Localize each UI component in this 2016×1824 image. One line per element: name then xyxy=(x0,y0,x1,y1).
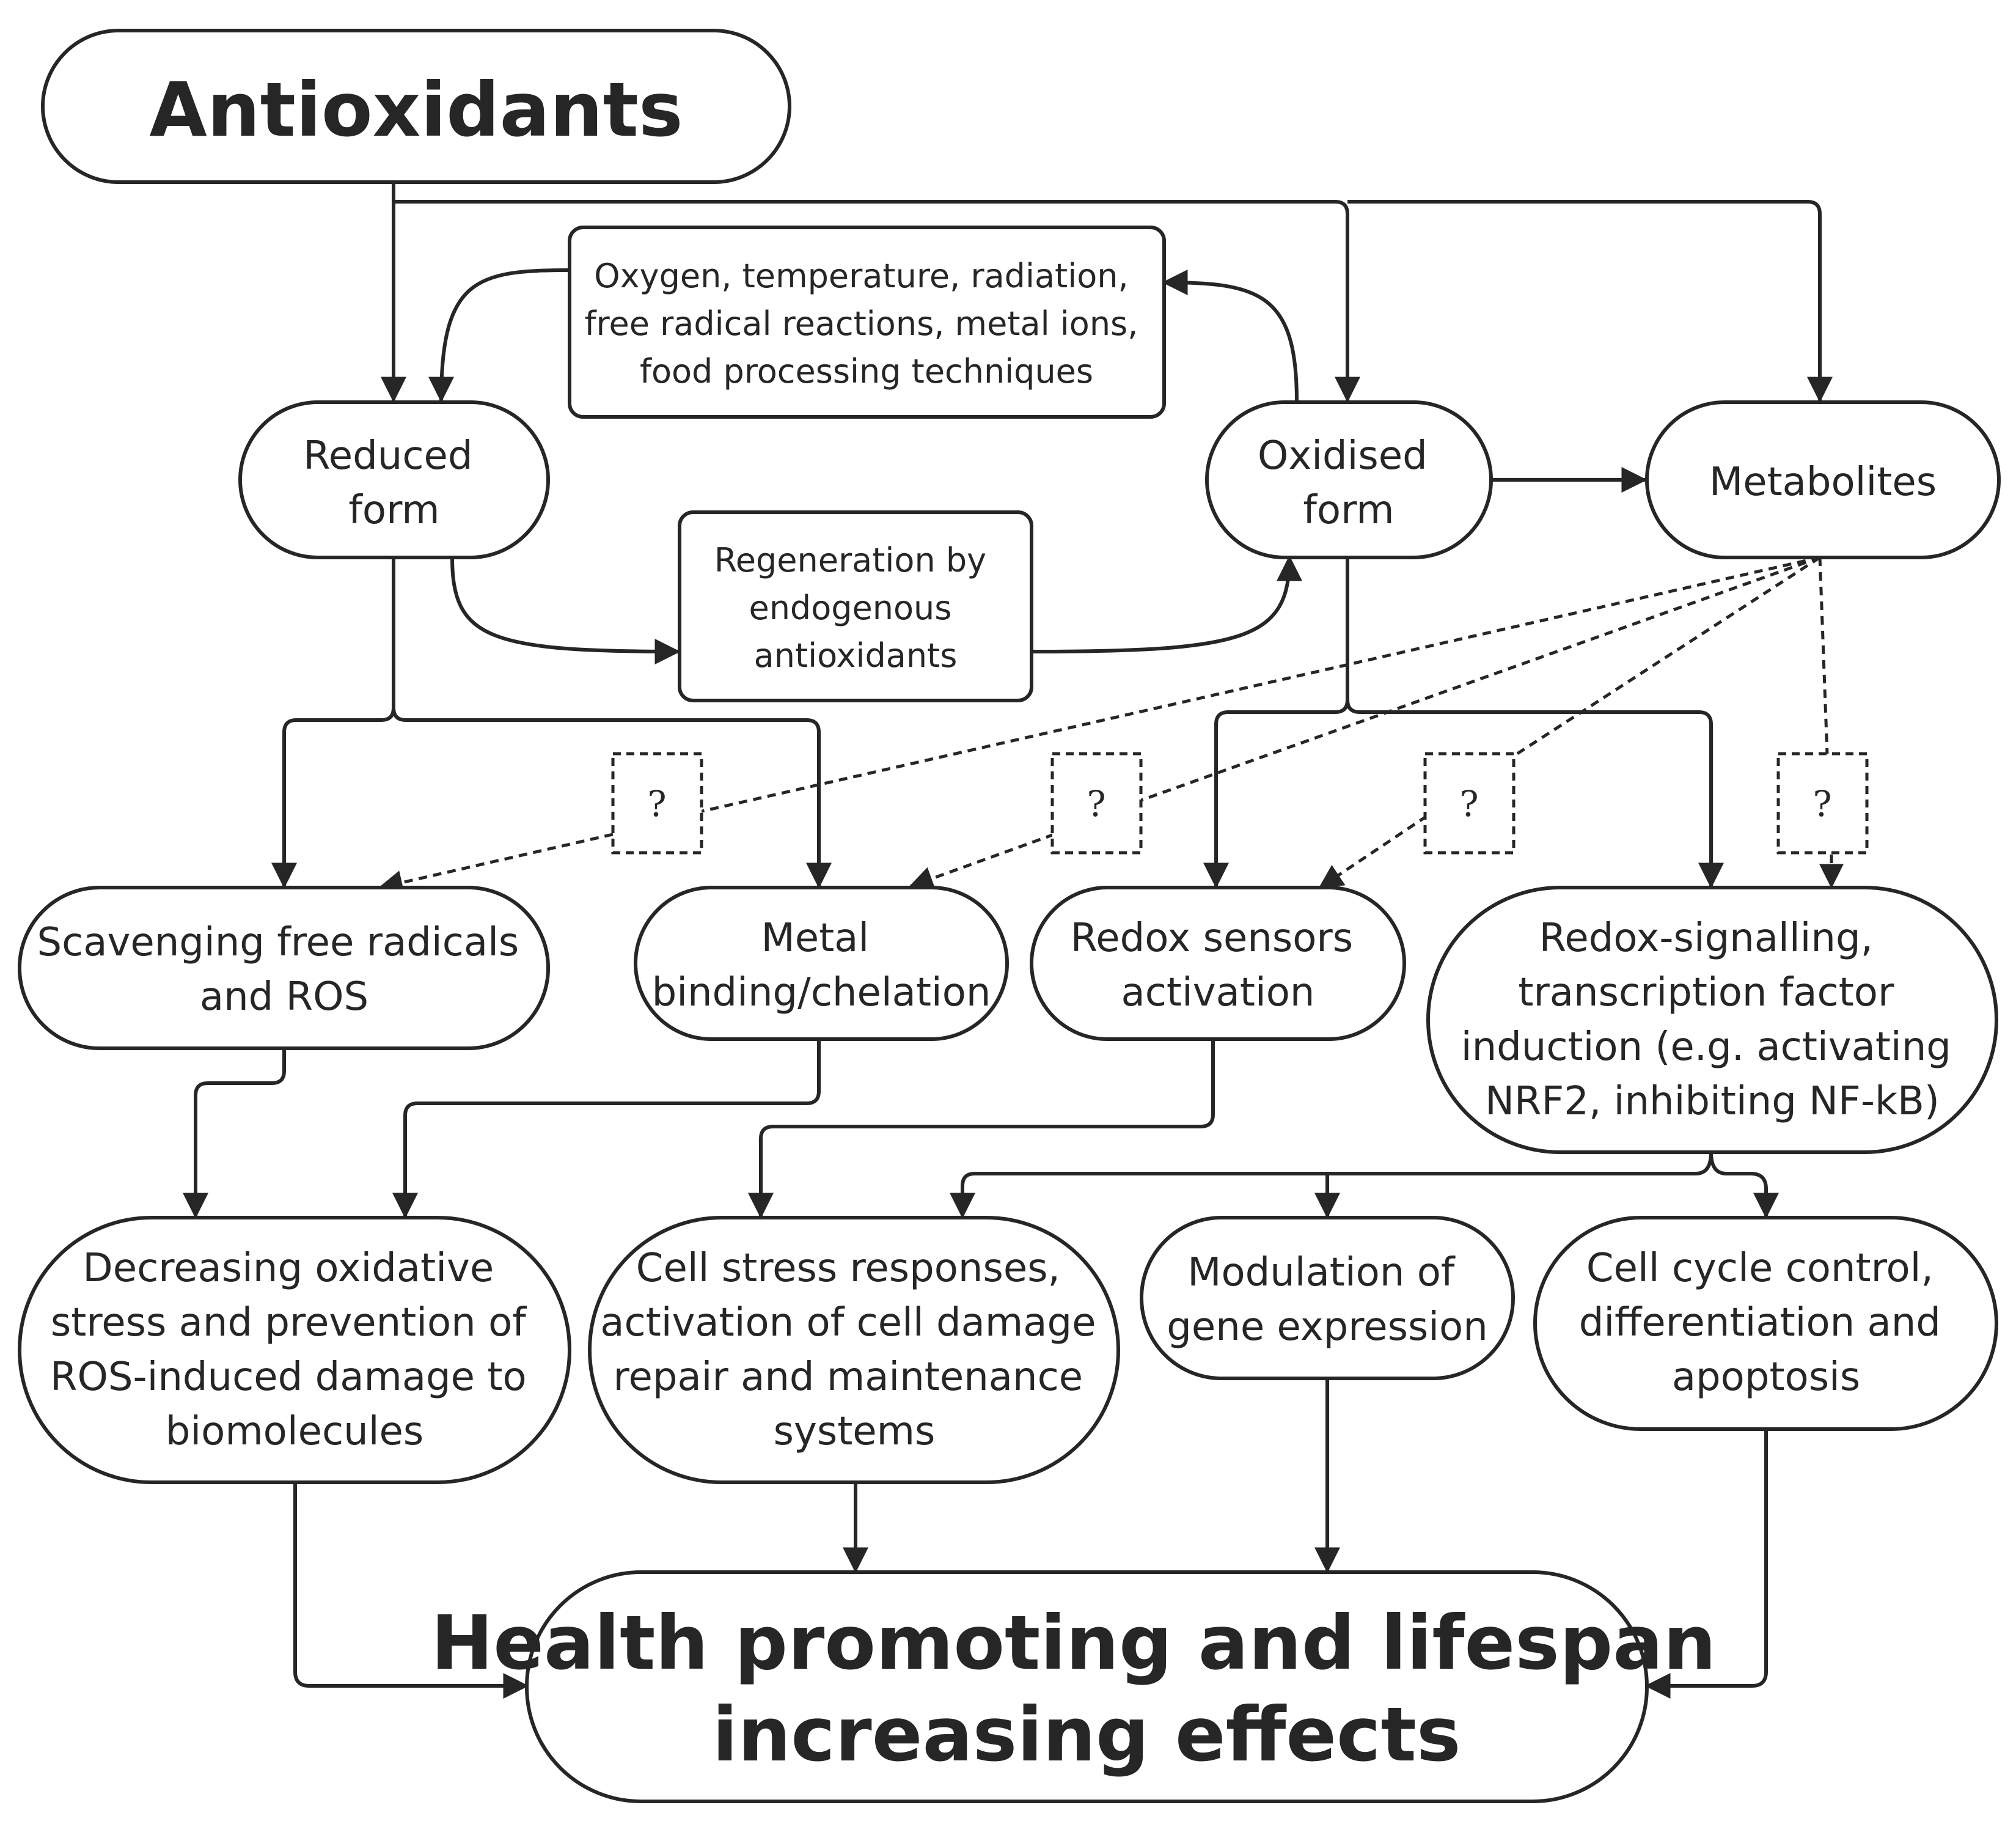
metal-binding-label: Metal binding/chelation xyxy=(652,916,991,1015)
node-antioxidants: Antioxidants xyxy=(41,29,791,184)
oxidised-form-label: Oxidised form xyxy=(1258,433,1440,533)
unknown-marker-4-label: ? xyxy=(1813,783,1831,825)
edge-redox-signalling-to-cell-cycle xyxy=(1709,1152,1779,1219)
node-regeneration: Regeneration by endogenous antioxidants xyxy=(678,510,1033,702)
edge-antioxidants-to-oxidised xyxy=(394,200,1360,403)
node-redox-signalling: Redox-signalling, transcription factor i… xyxy=(1426,886,1998,1154)
edge-redox-sensors-to-cell-stress xyxy=(748,1039,1215,1219)
edge-metabolites-to-metal-binding xyxy=(1139,556,1820,803)
edge-oxidised-to-factors xyxy=(1162,270,1299,401)
edge-q2-to-metal-binding xyxy=(908,833,1055,891)
node-decreasing-stress: Decreasing oxidative stress and preventi… xyxy=(18,1216,571,1484)
edge-metabolites-to-redox-signalling xyxy=(1818,557,1829,754)
node-oxidised-form: Oxidised form xyxy=(1205,400,1493,559)
edge-reduced-to-metal-binding xyxy=(392,707,832,889)
node-redox-sensors: Redox sensors activation xyxy=(1030,886,1406,1041)
edge-reduced-to-regeneration xyxy=(450,557,681,664)
edge-metabolites-to-redox-sensors xyxy=(1509,556,1821,760)
node-metabolites: Metabolites xyxy=(1645,400,2001,559)
edge-q1-to-scavenging xyxy=(378,833,614,895)
cell-cycle-label: Cell cycle control, differentiation and … xyxy=(1579,1246,1954,1400)
node-health: Health promoting and lifespan increasing… xyxy=(431,1570,1742,1803)
node-scavenging: Scavenging free radicals and ROS xyxy=(18,886,550,1050)
node-cell-stress: Cell stress responses, activation of cel… xyxy=(588,1216,1120,1484)
edge-q3-to-redox-sensors xyxy=(1318,814,1428,889)
decreasing-stress-label: Decreasing oxidative stress and preventi… xyxy=(50,1246,539,1454)
edges xyxy=(183,182,1844,1699)
unknown-marker-3-label: ? xyxy=(1459,783,1478,825)
reduced-form-label: Reduced form xyxy=(303,433,485,533)
node-metal-binding: Metal binding/chelation xyxy=(634,886,1009,1041)
edge-metabolites-to-scavenging xyxy=(699,556,1820,814)
node-cell-cycle: Cell cycle control, differentiation and … xyxy=(1533,1216,1998,1431)
scavenging-label: Scavenging free radicals and ROS xyxy=(37,920,531,1020)
health-label: Health promoting and lifespan increasing… xyxy=(431,1600,1742,1778)
redox-sensors-label: Redox sensors activation xyxy=(1071,916,1366,1015)
unknown-marker-3: ? xyxy=(1423,752,1516,855)
node-gene-expression: Modulation of gene expression xyxy=(1140,1216,1515,1380)
edge-metal-binding-to-decreasing xyxy=(392,1039,821,1219)
unknown-marker-4: ? xyxy=(1776,752,1869,855)
metabolites-label: Metabolites xyxy=(1709,460,1937,505)
edge-oxidised-to-redox-signalling xyxy=(1346,699,1724,889)
unknown-marker-1: ? xyxy=(611,752,703,855)
edge-reduced-to-scavenging xyxy=(271,557,395,889)
factors-label: Oxygen, temperature, radiation, free rad… xyxy=(584,257,1148,391)
edge-redox-signalling-to-cell-stress xyxy=(950,1152,1713,1219)
unknown-marker-2: ? xyxy=(1050,752,1143,855)
unknown-marker-2-label: ? xyxy=(1087,783,1105,825)
edge-antioxidants-to-metabolites xyxy=(1347,200,1833,403)
edge-cell-cycle-to-health xyxy=(1644,1429,1768,1699)
edge-decreasing-to-health xyxy=(293,1482,529,1699)
edge-factors-to-reduced xyxy=(428,268,570,403)
edge-regeneration-to-oxidised xyxy=(1031,555,1302,653)
node-factors: Oxygen, temperature, radiation, free rad… xyxy=(568,226,1166,419)
edge-scavenging-to-decreasing xyxy=(183,1048,286,1219)
cell-stress-label: Cell stress responses, activation of cel… xyxy=(600,1246,1109,1454)
redox-signalling-label: Redox-signalling, transcription factor i… xyxy=(1461,916,1963,1124)
regeneration-label: Regeneration by endogenous antioxidants xyxy=(714,541,997,675)
edge-oxidised-to-redox-sensors xyxy=(1203,557,1349,889)
unknown-marker-1-label: ? xyxy=(647,783,666,825)
antioxidants-label: Antioxidants xyxy=(149,67,683,153)
gene-expression-label: Modulation of gene expression xyxy=(1167,1250,1488,1350)
node-reduced-form: Reduced form xyxy=(238,400,550,559)
